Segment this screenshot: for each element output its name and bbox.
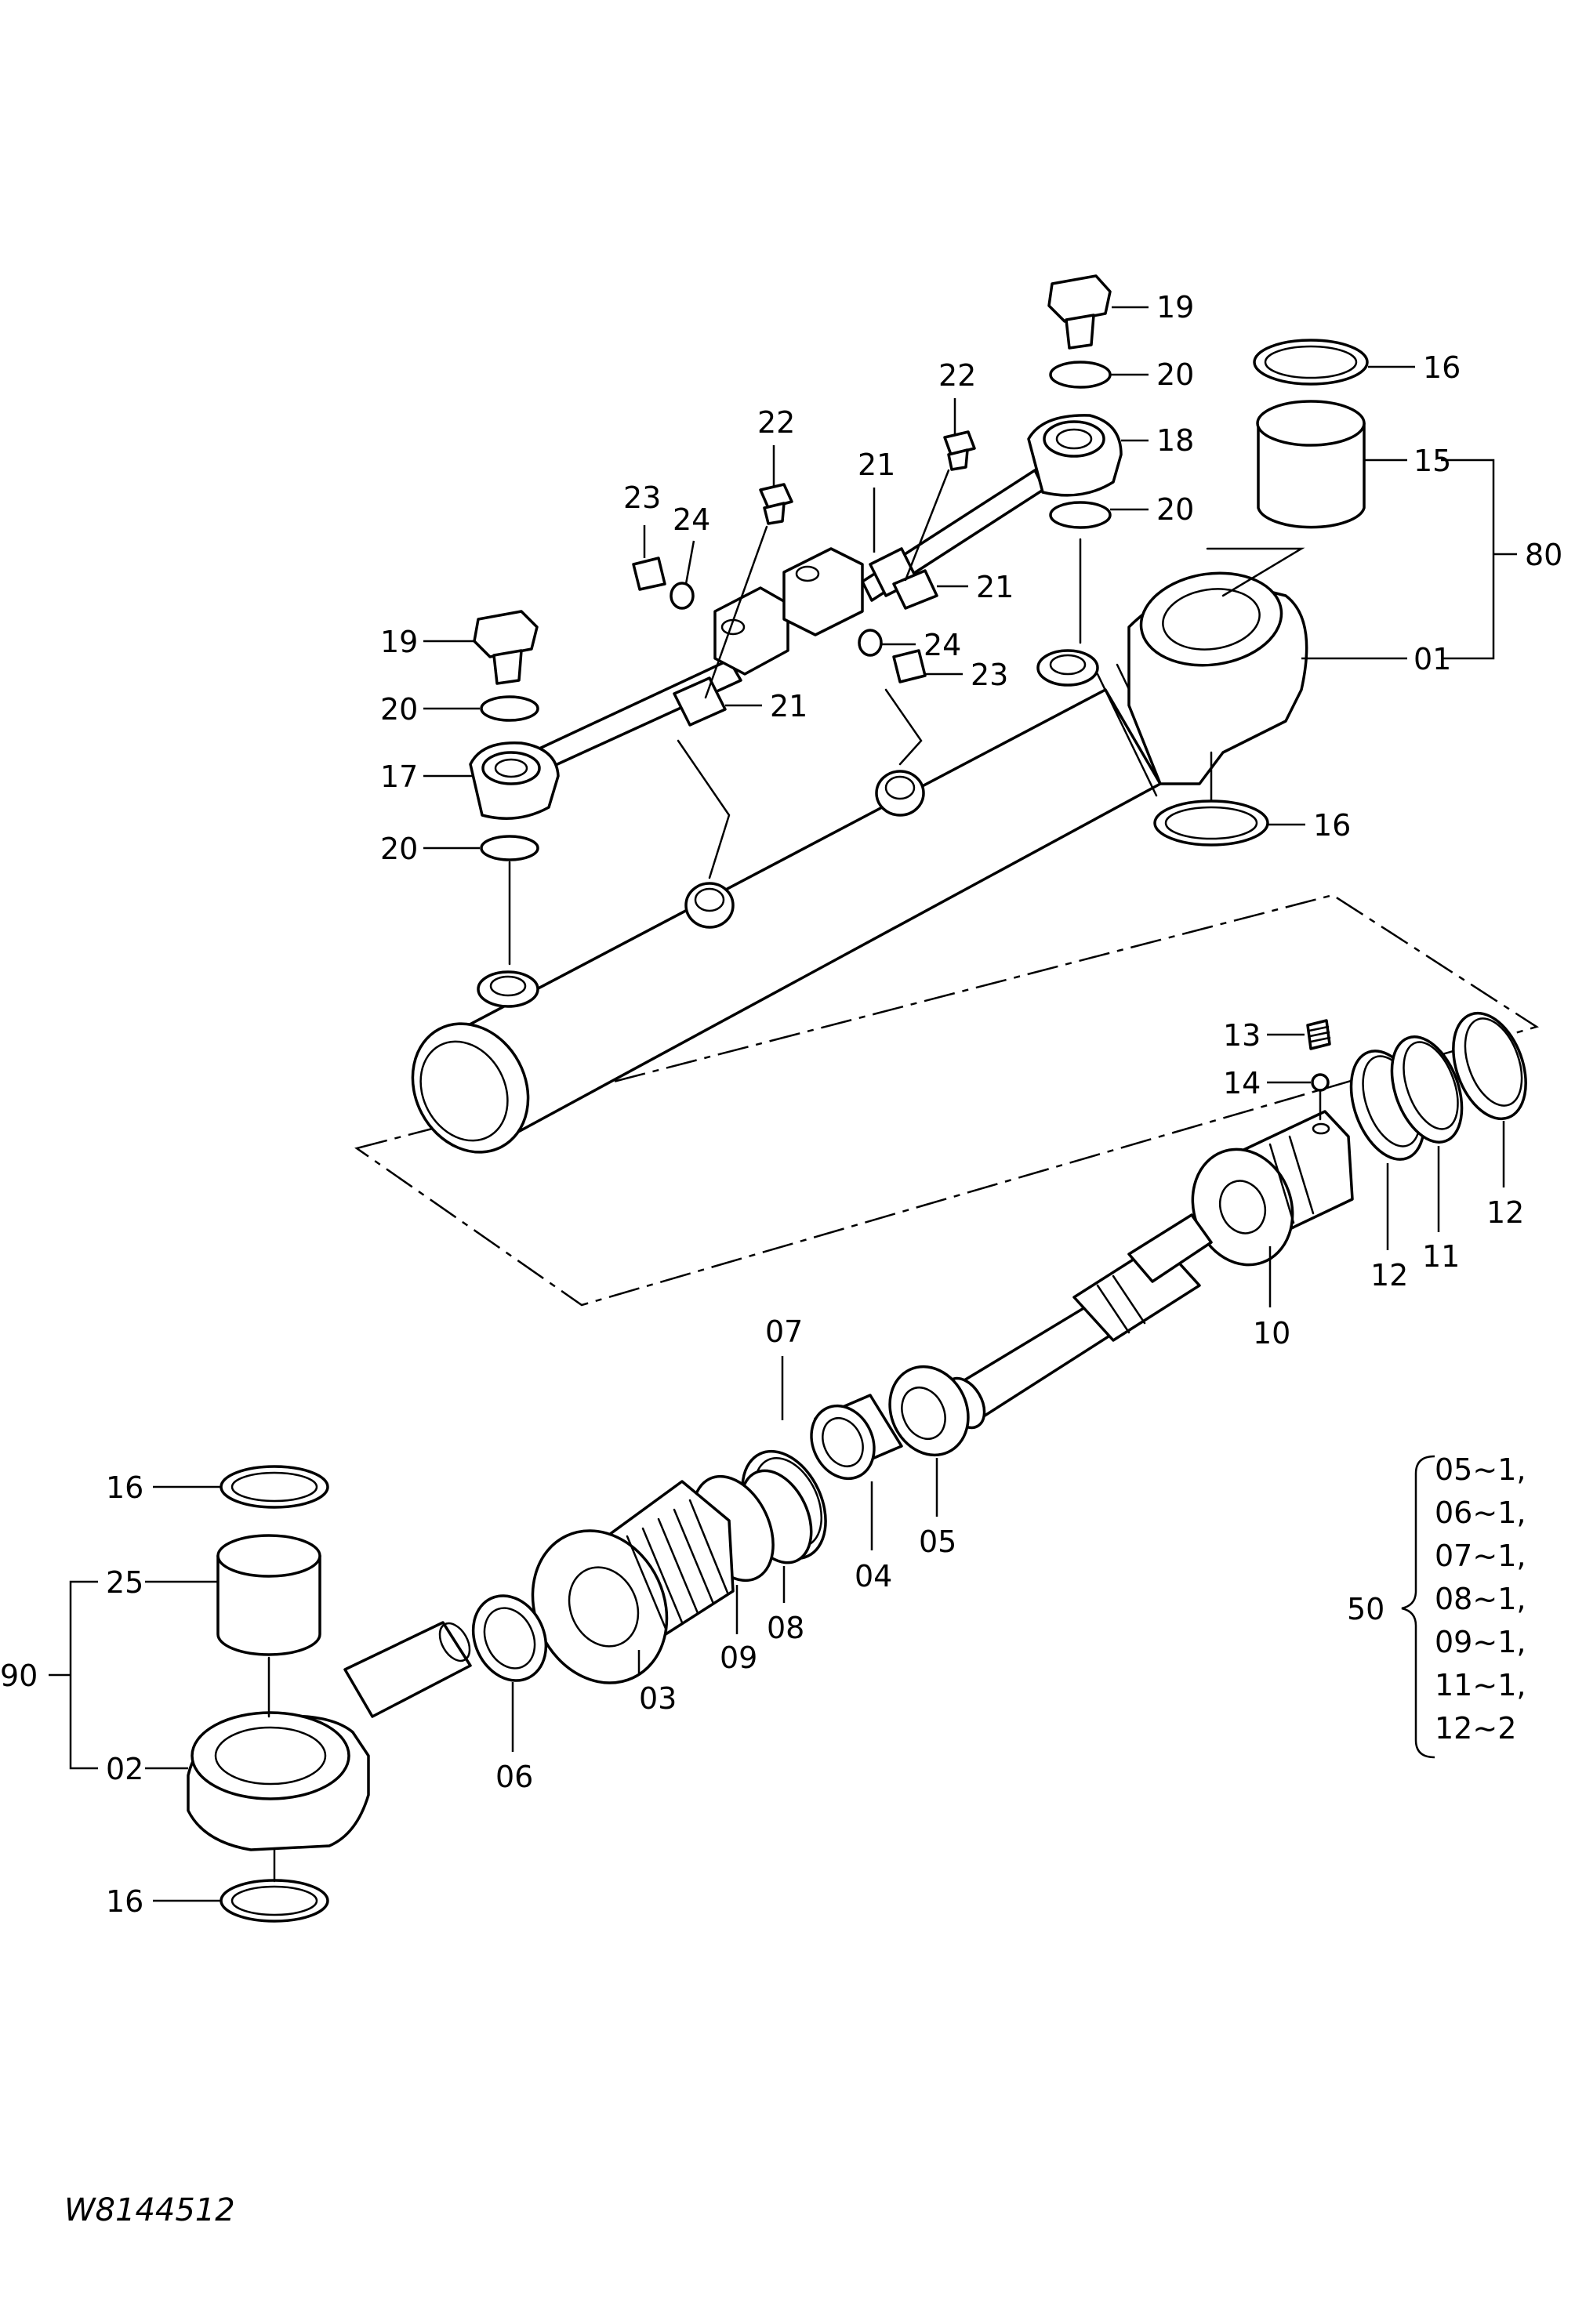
alignment-line — [704, 525, 768, 699]
drawing-code: W8144512 — [64, 2192, 235, 2228]
screw-23-right — [892, 649, 927, 683]
callout-07: 07 — [765, 1314, 803, 1349]
screw-23-left — [632, 557, 666, 591]
kit-item: 05~1, — [1435, 1452, 1526, 1487]
bushing-25 — [216, 1534, 321, 1656]
callout-20-mid: 20 — [1156, 492, 1194, 527]
flange-18 — [1027, 414, 1123, 497]
callout-22-left: 22 — [757, 405, 795, 440]
piston-rod — [942, 1213, 1213, 1430]
wear-ring-12-outer — [1452, 1011, 1527, 1121]
callout-06: 06 — [495, 1760, 533, 1794]
bushing-15 — [1256, 400, 1366, 529]
callout-16-mid-right: 16 — [1313, 808, 1351, 843]
piston-10 — [1191, 1110, 1354, 1267]
o-ring-24-right — [858, 629, 883, 657]
tube-eye — [1127, 547, 1308, 785]
callout-16-left-bottom: 16 — [106, 1884, 143, 1919]
plug-22-right — [943, 430, 976, 471]
tube-boss-b — [875, 770, 925, 817]
steel-ball-14 — [1311, 1073, 1330, 1092]
plug-19-left — [473, 610, 539, 685]
o-ring-20-below-18 — [1049, 501, 1112, 529]
o-ring-20-left-lower — [480, 835, 539, 861]
callout-22-right: 22 — [938, 358, 976, 393]
callout-21-lower: 21 — [770, 689, 807, 723]
kit-item: 09~1, — [1435, 1625, 1526, 1659]
flange-17 — [469, 741, 560, 820]
kit-brace — [1401, 1455, 1435, 1759]
rod-eye — [187, 1621, 472, 1851]
callout-labels: 19 20 18 20 22 22 21 21 21 23 24 24 23 1… — [0, 290, 1562, 1919]
callout-24-right: 24 — [924, 628, 961, 662]
set-screw-13 — [1306, 1019, 1331, 1050]
kit-item: 06~1, — [1435, 1496, 1526, 1530]
callout-12-inner: 12 — [1370, 1258, 1408, 1293]
leader-lines — [49, 306, 1517, 1902]
callout-09: 09 — [720, 1641, 757, 1675]
collar-05 — [888, 1365, 970, 1457]
dust-seal-16-mid-right — [1153, 799, 1269, 847]
callout-21-top: 21 — [858, 448, 895, 482]
callout-14: 14 — [1223, 1066, 1261, 1100]
callout-10: 10 — [1253, 1316, 1290, 1351]
seal-kit-list: 50 05~1, 06~1, 07~1, 08~1, 09~1, 11~1, 1… — [1347, 1452, 1526, 1746]
callout-23-left: 23 — [623, 480, 661, 515]
kit-item: 12~2 — [1435, 1711, 1516, 1746]
callout-80: 80 — [1525, 538, 1562, 572]
alignment-line — [904, 469, 950, 582]
callout-20-left-upper: 20 — [380, 692, 418, 727]
callout-20-top: 20 — [1156, 357, 1194, 392]
o-ring-20-top — [1049, 361, 1112, 389]
callout-16-top-right: 16 — [1423, 350, 1461, 385]
callout-03: 03 — [639, 1681, 677, 1716]
o-ring-20-left-upper — [480, 695, 539, 722]
callout-18: 18 — [1156, 423, 1194, 458]
plug-22-left — [759, 483, 793, 525]
plug-19-top — [1047, 274, 1112, 350]
callout-17: 17 — [380, 760, 418, 794]
pipe-assembly — [538, 469, 1046, 770]
callout-13: 13 — [1223, 1018, 1261, 1053]
callout-20-left-lower: 20 — [380, 832, 418, 866]
callout-23-right: 23 — [971, 658, 1008, 692]
o-ring-24-left — [670, 582, 695, 610]
tube-boss-a — [684, 882, 735, 929]
callout-12-outer: 12 — [1486, 1195, 1524, 1230]
rod-seal-06 — [471, 1594, 548, 1682]
callout-04: 04 — [855, 1559, 892, 1593]
dust-seal-16-top-right — [1253, 339, 1369, 386]
callout-24-left: 24 — [673, 502, 710, 537]
callout-15: 15 — [1414, 444, 1451, 478]
callout-02: 02 — [106, 1752, 143, 1786]
callout-19-left: 19 — [380, 625, 418, 659]
callout-05: 05 — [919, 1525, 956, 1559]
alignment-line — [677, 739, 731, 879]
piston-seal-11 — [1390, 1035, 1464, 1144]
callout-21-right: 21 — [976, 570, 1014, 604]
kit-number: 50 — [1347, 1592, 1384, 1626]
callout-90: 90 — [0, 1659, 38, 1693]
callout-25: 25 — [106, 1565, 143, 1600]
kit-item: 07~1, — [1435, 1539, 1526, 1573]
callout-11: 11 — [1422, 1239, 1460, 1274]
rod-cover-03 — [531, 1480, 735, 1684]
cylinder-tube — [411, 649, 1176, 1154]
callout-19-top: 19 — [1156, 290, 1194, 324]
callout-16-left-top: 16 — [106, 1470, 143, 1505]
bushing-04 — [810, 1394, 903, 1481]
callout-08: 08 — [767, 1611, 804, 1645]
callout-01: 01 — [1414, 642, 1451, 676]
exploded-view-boundary — [354, 894, 1539, 1307]
kit-item: 08~1, — [1435, 1582, 1526, 1616]
kit-item: 11~1, — [1435, 1668, 1526, 1702]
clamp-21-c — [673, 676, 727, 727]
alignment-line — [884, 688, 923, 766]
